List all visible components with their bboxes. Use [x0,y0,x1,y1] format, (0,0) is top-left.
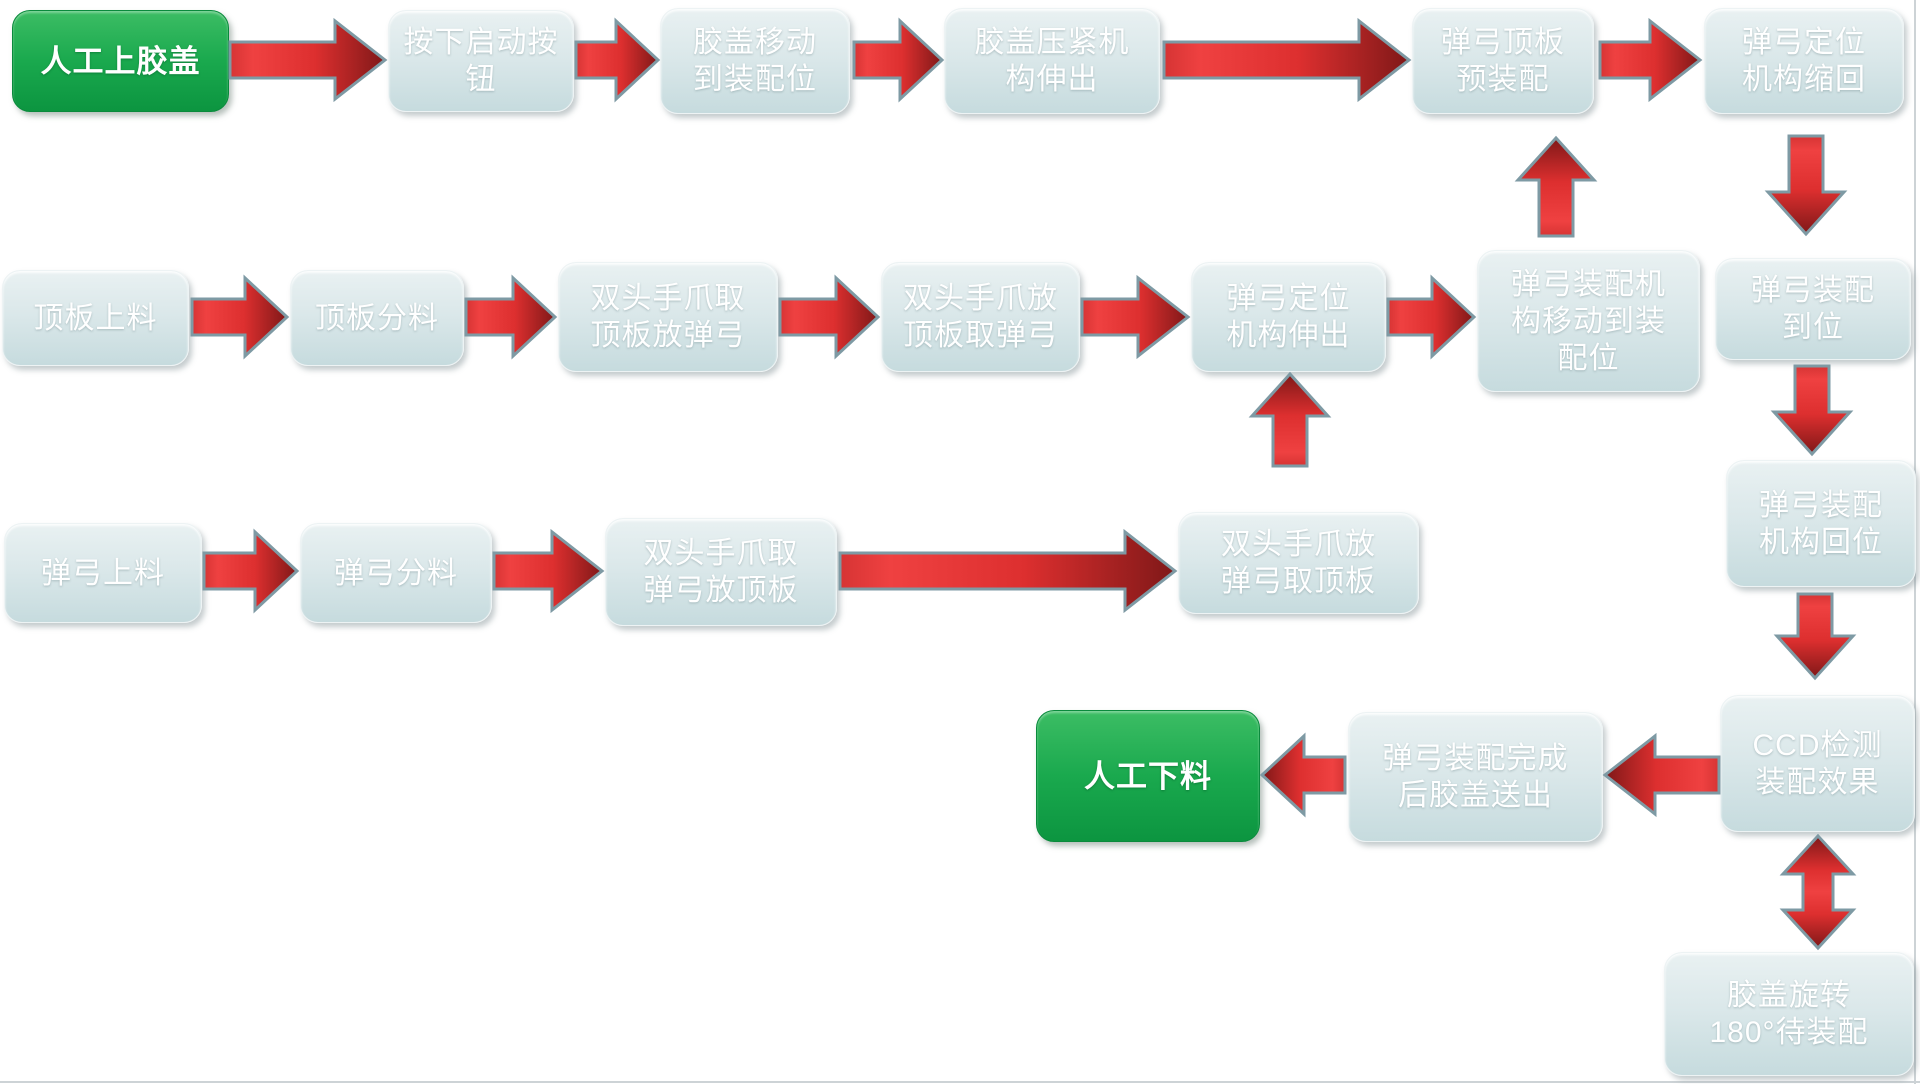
flow-arrow-up [1514,135,1598,238]
flow-arrow-right [852,17,945,103]
flow-node-label: 双头手爪放 [1221,528,1376,561]
flow-node-label: 按下启动按钮 [403,26,559,96]
flow-node-label: 胶盖移动 [693,26,817,59]
flow-node-label: 弹弓取顶板 [1221,565,1376,598]
flow-node-gripper-take-slingshot-place-topplate: 双头手爪取弹弓放顶板 [605,518,837,626]
flow-node-slingshot-feeding: 弹弓上料 [4,523,202,623]
flow-node-label: 弹弓顶板 [1441,26,1565,59]
flow-node-label: 机构缩回 [1742,63,1866,96]
flow-node-label: 后胶盖送出 [1398,779,1553,812]
flow-node-gripper-take-topplate-place-slingshot: 双头手爪取顶板放弹弓 [558,262,778,372]
flow-arrow-right [228,17,388,103]
flow-arrow-right [202,528,300,614]
flow-node-cover-rotate-180-wait: 胶盖旋转 180°待装配 [1664,952,1914,1076]
flow-node-label: 胶盖压紧机 [974,26,1130,59]
flow-node-label: 双头手爪取 [590,282,746,315]
flow-node-cover-press-extend: 胶盖压紧机构伸出 [944,8,1160,114]
flow-node-label: 机构回位 [1759,525,1883,559]
flow-node-label: 弹弓定位 [1226,282,1351,315]
flow-node-gripper-place-topplate-take-slingshot: 双头手爪放顶板取弹弓 [881,262,1080,372]
flow-node-label: 弹弓装配 [1759,488,1883,522]
flow-arrow-right [1080,274,1191,360]
flow-node-label: 到位 [1782,311,1844,344]
flow-node-label: 顶板上料 [33,301,158,335]
flow-arrow-right [778,274,881,360]
flow-node-label: 弹弓装配 [1751,274,1875,307]
flow-node-label: 胶盖旋转 [1727,979,1851,1012]
flow-node-label: 弹弓放顶板 [643,574,799,607]
flow-arrow-vboth [1779,833,1857,951]
flow-node-ccd-inspect-assembly: CCD检测装配效果 [1720,695,1915,832]
flow-node-slingshot-separating: 弹弓分料 [300,523,492,623]
flow-node-slingshot-locator-retract: 弹弓定位机构缩回 [1704,8,1904,114]
flow-node-label: 构伸出 [1005,63,1099,96]
flow-node-label: 弹弓装配完成 [1382,742,1569,775]
flow-arrow-right [1162,17,1412,103]
flow-node-manual-load-cover: 人工上胶盖 [12,10,229,112]
flow-node-label: 到装配位 [693,63,817,96]
flow-node-slingshot-topplate-preassembly: 弹弓顶板预装配 [1412,8,1594,114]
flow-node-press-start-button: 按下启动按钮 [388,10,574,112]
flow-node-label: 弹弓分料 [334,556,458,590]
flow-node-label: 人工下料 [1084,758,1212,794]
flow-node-label: 预装配 [1456,63,1550,96]
flow-node-slingshot-locator-extend: 弹弓定位机构伸出 [1191,262,1386,372]
flow-node-label: 180°待装配 [1709,1016,1869,1049]
slide-bottom-edge [0,1081,1920,1083]
flow-node-slingshot-assembler-return: 弹弓装配机构回位 [1726,460,1916,587]
flow-node-label: 顶板放弹弓 [590,319,746,352]
flow-arrow-right [464,274,558,360]
flow-node-label: 弹弓定位 [1742,26,1866,59]
flow-node-cover-out-after-assembly: 弹弓装配完成后胶盖送出 [1348,712,1603,842]
flow-node-gripper-place-slingshot-take-topplate: 双头手爪放弹弓取顶板 [1178,512,1419,614]
flow-arrow-right [574,17,661,103]
flow-node-cover-move-to-station: 胶盖移动到装配位 [660,8,850,114]
flow-node-label: 配位 [1557,341,1620,375]
flow-node-label: 机构伸出 [1226,319,1351,352]
flow-node-manual-unload: 人工下料 [1036,710,1260,842]
flow-arrow-down [1773,592,1857,681]
flow-node-label: CCD检测 [1752,728,1883,762]
flow-node-label: 顶板取弹弓 [903,319,1058,352]
flow-node-topplate-separating: 顶板分料 [290,270,464,366]
flow-node-label: 双头手爪放 [903,282,1058,315]
flow-arrow-right [492,528,605,614]
flow-node-label: 人工上胶盖 [40,43,201,79]
flow-node-slingshot-assembled-in-place: 弹弓装配到位 [1715,258,1911,360]
flow-arrow-left [1259,732,1347,818]
flow-arrow-down [1764,134,1848,237]
flow-node-label: 双头手爪取 [643,537,799,570]
flow-node-label: 弹弓装配机 [1511,267,1666,301]
flow-node-label: 弹弓上料 [41,556,165,590]
flow-arrow-right [838,528,1178,614]
flow-arrow-right [1598,17,1703,103]
flow-node-label: 顶板分料 [315,301,439,335]
flow-arrow-right [190,274,290,360]
flow-arrow-right [1386,274,1477,360]
flow-node-topplate-feeding: 顶板上料 [2,270,189,366]
flow-arrow-left [1602,732,1721,818]
flow-node-label: 构移动到装 [1511,304,1666,338]
flow-node-slingshot-assembler-move-to-station: 弹弓装配机构移动到装配位 [1477,250,1700,392]
flow-arrow-up [1248,371,1332,468]
flow-arrow-down [1770,364,1854,457]
flow-node-label: 装配效果 [1755,765,1880,799]
